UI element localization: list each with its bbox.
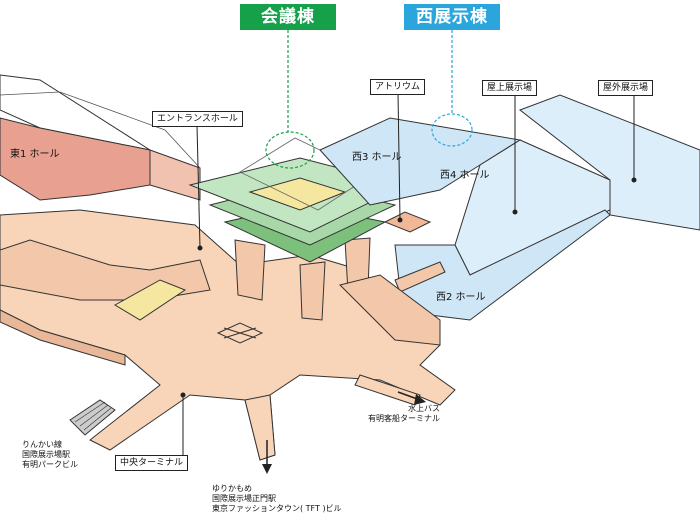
conference-roof-well <box>248 177 347 211</box>
note-yurikamome: ゆりかもめ 国際展示場正門駅 東京ファッションタウン( TFT )ビル <box>212 484 342 514</box>
east-ramp <box>354 374 421 406</box>
note-yurikamome-line-1: ゆりかもめ <box>212 484 252 493</box>
floor-x-marker <box>216 322 264 344</box>
note-waterbus-line-2: 有明客船ターミナル <box>368 414 440 423</box>
conference-pointer-circle <box>265 131 315 169</box>
south-ramp <box>244 394 276 461</box>
note-waterbus-line-1: 水上バス <box>408 404 440 413</box>
conference-pillar-center <box>299 261 326 321</box>
stairs <box>69 399 116 436</box>
west-stairs <box>394 261 446 293</box>
east-hall-block <box>0 117 151 201</box>
outdoor-exhibition <box>518 94 700 231</box>
west-hall-pointer-circle <box>431 113 473 147</box>
yellow-platform <box>114 279 187 321</box>
hall-label-west2: 西2 ホール <box>436 292 486 303</box>
hall-label-east1: 東1 ホール <box>10 149 60 160</box>
leader-atrium <box>397 92 401 221</box>
east-hall-frame <box>0 91 201 169</box>
east-hall-side <box>149 149 201 201</box>
label-rooftop-exhibition: 屋上展示場 <box>482 80 538 96</box>
note-rinkai-line-2: 国際展示場駅 <box>22 450 70 459</box>
label-entrance-hall: エントランスホール <box>152 111 243 127</box>
hall-label-west3: 西3 ホール <box>352 152 402 163</box>
note-yurikamome-line-3: 東京ファッションタウン( TFT )ビル <box>212 504 342 513</box>
label-central-terminal: 中央ターミナル <box>115 455 189 471</box>
note-rinkai-line-1: りんかい線 <box>22 440 62 449</box>
note-rinkai: りんかい線 国際展示場駅 有明パークビル <box>22 440 78 470</box>
west-ramp-block <box>339 274 441 346</box>
hall-label-west4: 西4 ホール <box>440 170 490 181</box>
leader-entrance <box>196 124 201 249</box>
note-rinkai-line-3: 有明パークビル <box>22 460 78 469</box>
conference-pillar-left <box>234 239 266 301</box>
label-atrium: アトリウム <box>370 79 426 95</box>
concourse-edge <box>0 309 126 366</box>
label-outdoor-exhibition: 屋外展示場 <box>598 80 654 96</box>
note-yurikamome-line-2: 国際展示場正門駅 <box>212 494 276 503</box>
west-hall-building-tag: 西展示棟 <box>404 4 500 30</box>
atrium-block <box>383 211 432 233</box>
note-waterbus: 水上バス 有明客船ターミナル <box>368 404 440 424</box>
conference-building-tag: 会議棟 <box>240 4 336 30</box>
